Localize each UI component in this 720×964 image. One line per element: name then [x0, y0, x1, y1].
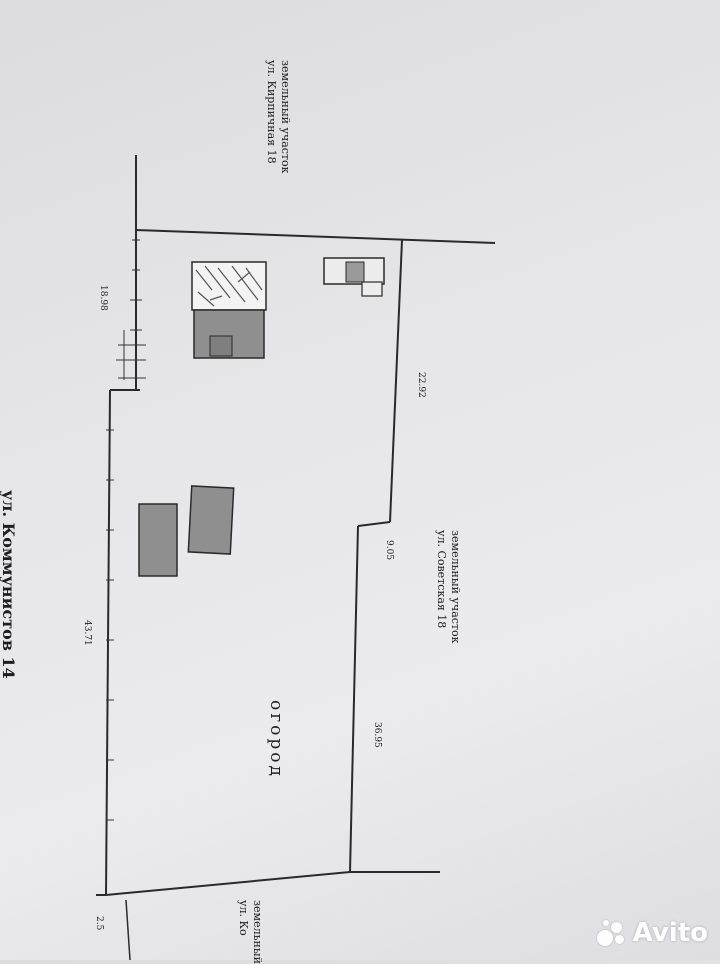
- dim-top-edge: 22.92: [416, 372, 426, 398]
- bottom-neighbor-line: [125, 899, 131, 961]
- avito-text: Avito: [632, 918, 708, 948]
- right-boundary-lower: [349, 525, 359, 873]
- shed-left: [138, 503, 178, 577]
- dim-left-upper: 18.98: [98, 285, 108, 311]
- dim-left-lower: 43.71: [82, 620, 92, 646]
- neighbor-right-line2: ул. Советская 18: [435, 530, 448, 629]
- dim-bottom-corner: 2.5: [94, 916, 104, 931]
- house-hatch: [195, 265, 263, 307]
- dim-step: 9.05: [384, 540, 394, 561]
- neighbor-bottom-line2: ул. Ко: [237, 900, 250, 936]
- bottom-boundary: [105, 871, 351, 896]
- left-ticks: [106, 239, 146, 821]
- neighbor-top-line1: земельный участок: [279, 60, 292, 174]
- house-porch: [209, 335, 233, 357]
- right-boundary-upper: [389, 239, 403, 523]
- avito-logo-icon: [596, 918, 627, 948]
- outbuilding-top: [323, 257, 385, 297]
- house-hatched-part: [191, 261, 267, 311]
- dim-right-lower: 36.95: [372, 722, 382, 748]
- neighbor-top-line2: ул. Кирпичная 18: [265, 60, 278, 164]
- avito-watermark: Avito: [596, 918, 708, 948]
- left-boundary-lower: [105, 389, 111, 896]
- main-house: [191, 261, 267, 359]
- boundary-step: [357, 521, 391, 527]
- neighbor-bottom-line1: земельный: [251, 900, 264, 964]
- boundary-lines: [96, 155, 496, 896]
- top-boundary: [135, 229, 496, 244]
- neighbor-right-line1: земельный участок: [449, 530, 462, 644]
- shed-right: [187, 485, 235, 555]
- garden-label: огород: [266, 700, 286, 779]
- street-label: ул. Коммунистов 14: [0, 490, 18, 679]
